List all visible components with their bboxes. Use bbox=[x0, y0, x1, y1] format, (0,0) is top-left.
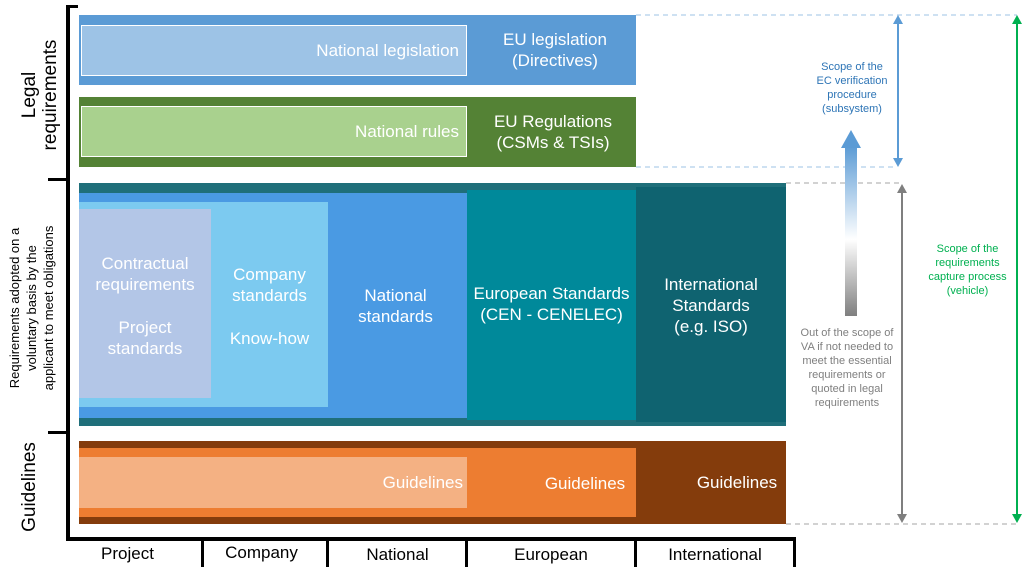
x-axis-tick-4 bbox=[634, 537, 637, 567]
company-standards-label: Company standards bbox=[232, 265, 307, 305]
guidelines-national-box bbox=[79, 457, 467, 508]
out-of-scope-label: Out of the scope of VA if not needed to … bbox=[800, 327, 894, 409]
out-of-scope-arrow bbox=[897, 184, 907, 523]
x-label-international: International bbox=[668, 545, 762, 564]
gradient-up-arrow bbox=[841, 130, 861, 316]
x-label-company: Company bbox=[225, 543, 298, 562]
x-axis-tick-1 bbox=[201, 537, 204, 567]
guidelines-international-label: Guidelines bbox=[696, 473, 778, 492]
x-label-project: Project bbox=[101, 544, 154, 563]
national-rules-label: National rules bbox=[355, 122, 459, 141]
national-rules-box bbox=[81, 106, 467, 157]
contractual-requirements-label: Contractual requirements bbox=[95, 254, 195, 294]
project-standards-label: Project standards bbox=[107, 318, 183, 358]
european-standards-label: European Standards (CEN - CENELEC) bbox=[473, 284, 630, 324]
y-axis-tick-1 bbox=[48, 178, 70, 181]
y-axis-tick-top bbox=[66, 5, 78, 8]
capture-scope-arrow bbox=[1012, 15, 1022, 523]
guidelines-national-label: Guidelines bbox=[382, 473, 463, 492]
x-axis-line bbox=[66, 537, 796, 541]
capture-scope-label: Scope of the requirements capture proces… bbox=[928, 243, 1007, 297]
national-legislation-box bbox=[81, 25, 467, 76]
international-standards-box bbox=[636, 187, 786, 422]
project-standards-box bbox=[79, 209, 211, 398]
ec-scope-label: Scope of the EC verification procedure (… bbox=[816, 61, 888, 115]
eu-legislation-label: EU legislation (Directives) bbox=[503, 30, 607, 70]
x-axis-tick-2 bbox=[326, 537, 329, 567]
y-axis-tick-2 bbox=[48, 431, 70, 434]
x-label-national: National bbox=[366, 545, 429, 564]
x-axis-tick-3 bbox=[465, 537, 468, 567]
x-axis-tick-5 bbox=[793, 537, 796, 567]
national-legislation-label: National legislation bbox=[316, 41, 459, 60]
national-standards-label: National standards bbox=[358, 286, 433, 326]
guidelines-european-label: Guidelines bbox=[544, 474, 626, 493]
y-axis-line bbox=[66, 5, 70, 540]
x-label-european: European bbox=[514, 545, 588, 564]
eu-regulations-label: EU Regulations (CSMs & TSIs) bbox=[493, 112, 613, 152]
international-standards-label: International Standards (e.g. ISO) bbox=[664, 275, 758, 336]
european-standards-box bbox=[467, 190, 636, 420]
ec-scope-arrow bbox=[893, 15, 903, 167]
know-how-label: Know-how bbox=[229, 329, 310, 348]
